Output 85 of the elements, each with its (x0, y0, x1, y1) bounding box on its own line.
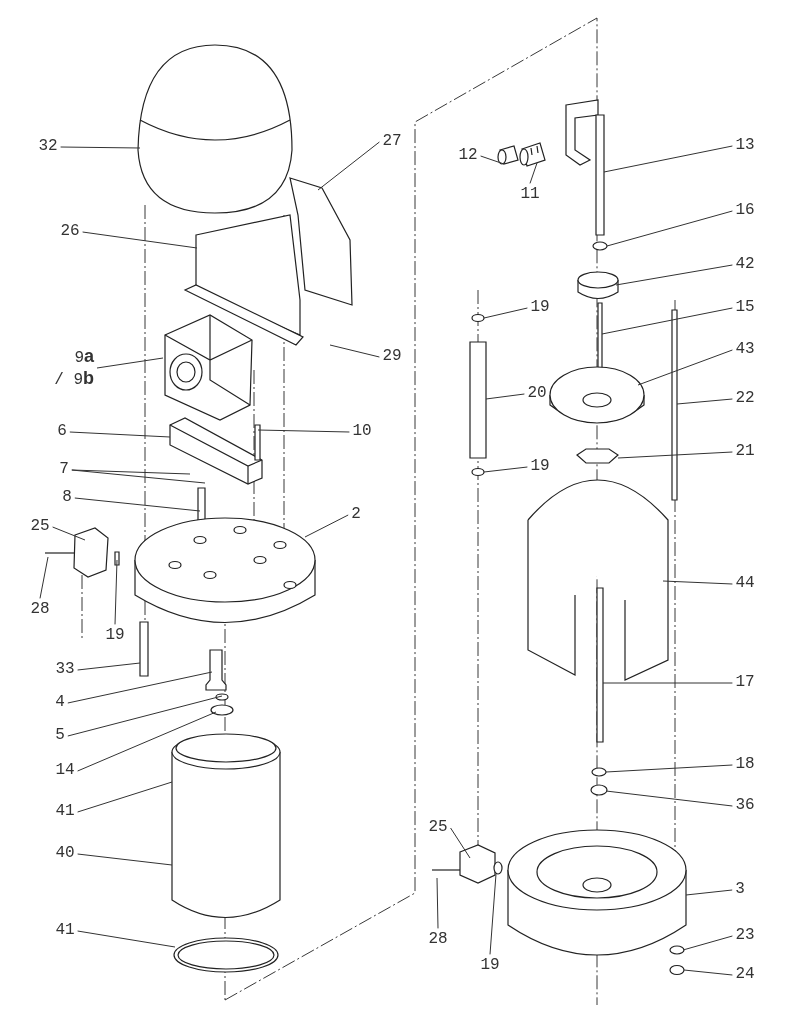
callout-number: 19 (530, 457, 550, 477)
callout-number: 44 (735, 574, 755, 594)
leader-line (69, 431, 171, 438)
leader-line (662, 580, 733, 585)
callout-number: 27 (382, 132, 402, 152)
leader-line (683, 969, 733, 976)
callout-number: 17 (735, 673, 755, 693)
leader-line (82, 231, 198, 249)
leader-line (71, 469, 191, 475)
leader-line (39, 556, 49, 599)
callout-number: 6 (57, 422, 67, 442)
callout-number: 3 (735, 880, 745, 900)
leader-line (617, 451, 733, 459)
leader-line (601, 307, 733, 335)
callout-number: 26 (60, 222, 80, 242)
callout-number: 41 (55, 921, 75, 941)
leader-line (480, 155, 505, 165)
leader-line (529, 162, 538, 184)
callout-number: 41 (55, 802, 75, 822)
callout-number: 24 (735, 965, 755, 985)
leader-line (71, 469, 206, 484)
leader-line (257, 429, 350, 433)
leader-line (77, 711, 217, 772)
callout-number: 16 (735, 201, 755, 221)
leader-line (52, 526, 86, 541)
callout-number: 19 (480, 956, 500, 976)
leader-line (114, 559, 118, 625)
leader-line (676, 398, 733, 405)
callout-number: 32 (38, 137, 58, 157)
leader-line (77, 781, 173, 813)
callout-number: 14 (55, 761, 75, 781)
callout-number: 2 (351, 505, 361, 525)
callout-number: 42 (735, 255, 755, 275)
callout-number: 25 (428, 818, 448, 838)
callout-number: 20 (527, 384, 547, 404)
callout-number: 23 (735, 926, 755, 946)
leader-line (602, 682, 733, 684)
callout-number: 29 (382, 347, 402, 367)
leader-line (606, 210, 733, 247)
callout-number: 4 (55, 693, 65, 713)
callout-number: 19 (530, 298, 550, 318)
leader-line (77, 853, 173, 866)
callout-number: 40 (55, 844, 75, 864)
callout-number: 28 (428, 930, 448, 950)
callout-number: 36 (735, 796, 755, 816)
callout-number: 5 (55, 726, 65, 746)
leader-line (317, 141, 380, 191)
leader-line (489, 873, 497, 955)
leader-line (483, 466, 528, 473)
callout-number: 25 (30, 517, 50, 537)
leader-line (485, 393, 525, 400)
callout-number: 33 (55, 660, 75, 680)
leader-line (605, 790, 733, 807)
leader-line (329, 344, 380, 358)
leader-line (77, 662, 141, 671)
leader-line (615, 264, 733, 286)
callout-number: 9a / 9b (50, 345, 94, 391)
callout-number: 19 (105, 626, 125, 646)
leader-line (483, 307, 528, 319)
callout-number: 28 (30, 600, 50, 620)
callout-number: 10 (352, 422, 372, 442)
callout-number: 8 (62, 488, 72, 508)
leader-line (605, 764, 733, 773)
leader-line (685, 889, 733, 896)
callout-number: 43 (735, 340, 755, 360)
leader-line (682, 935, 733, 951)
callout-number: 7 (59, 460, 69, 480)
leader-line (304, 514, 349, 538)
callout-number: 13 (735, 136, 755, 156)
leader-line (436, 877, 439, 929)
callout-number: 12 (458, 146, 478, 166)
callout-number: 11 (520, 185, 540, 205)
leader-line (96, 357, 164, 369)
leader-line (67, 671, 213, 704)
callout-number: 18 (735, 755, 755, 775)
leader-line (77, 930, 176, 948)
callout-number: 15 (735, 298, 755, 318)
leader-line (450, 827, 471, 859)
callout-number: 21 (735, 442, 755, 462)
leader-line (74, 497, 201, 512)
leader-line (67, 695, 223, 737)
leader-line (60, 146, 141, 149)
leader-line (603, 145, 733, 173)
leader-line (637, 349, 733, 386)
callout-number: 22 (735, 389, 755, 409)
